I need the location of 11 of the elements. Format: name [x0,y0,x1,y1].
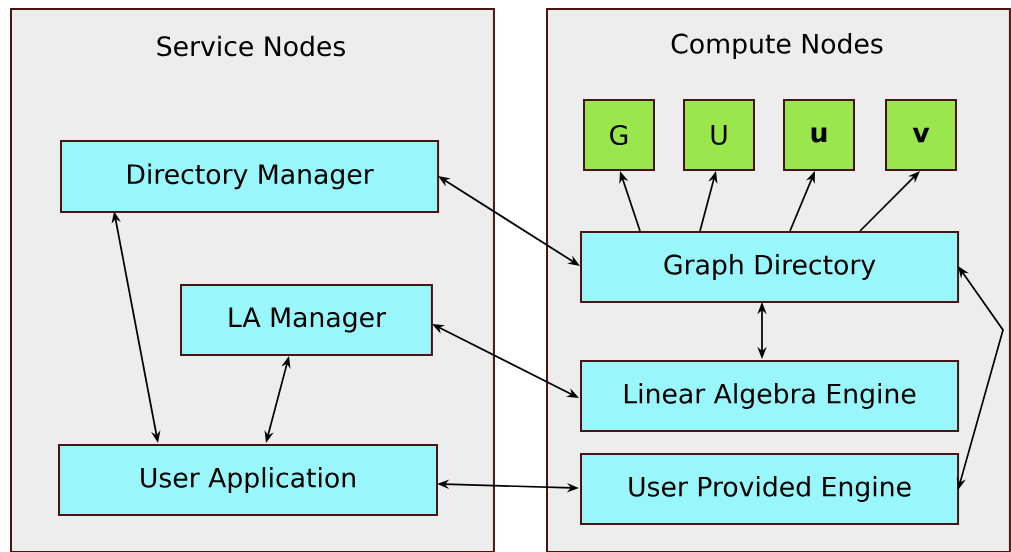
process-box: User Provided Engine [580,453,960,525]
data-box: v [885,99,957,171]
data-box: G [583,99,655,171]
data-box: u [783,99,855,171]
process-box: User Application [58,444,438,516]
process-box: LA Manager [180,284,433,356]
process-box: Linear Algebra Engine [580,360,960,432]
process-box: Graph Directory [580,231,960,303]
arrow [859,171,920,232]
process-box: Directory Manager [60,140,440,213]
data-box: U [683,99,755,171]
